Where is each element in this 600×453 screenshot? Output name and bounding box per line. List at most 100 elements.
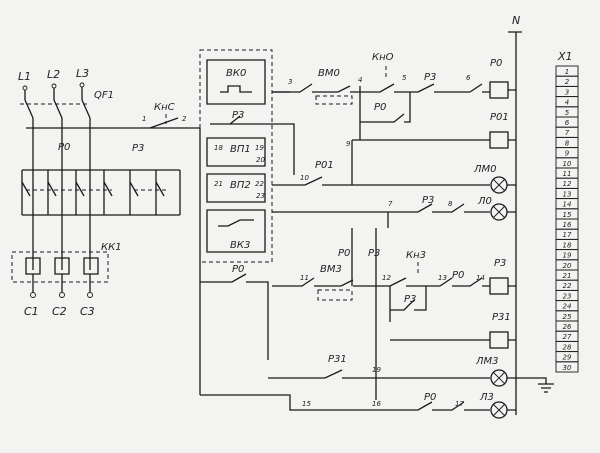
label-c3: С3: [80, 305, 95, 318]
label-l2: L2: [47, 68, 60, 81]
terminal-number: 20: [563, 262, 572, 270]
terminal-number: 17: [563, 231, 572, 239]
terminal-number: 2: [565, 78, 570, 86]
label-l1: L1: [18, 70, 31, 83]
label-coil-p0: Р0: [490, 58, 502, 69]
node-14: 14: [476, 274, 485, 282]
terminal-number: 22: [563, 282, 572, 290]
label-vk0: ВК0: [226, 68, 246, 79]
row-4-l0: Р3 7 8: [272, 195, 490, 228]
node-20: 20: [256, 156, 265, 164]
node-5: 5: [402, 74, 407, 82]
terminal-number: 28: [563, 343, 572, 351]
node-9: 9: [346, 140, 351, 148]
label-coil-p3: Р3: [494, 258, 506, 269]
label-p0-low: Р0: [232, 264, 244, 275]
terminal-number: 18: [563, 241, 572, 249]
label-coil-p31: Р31: [492, 312, 511, 323]
thermal-relay-kk1: КК1 С1 С2 С3: [11, 242, 122, 318]
label-p01-mid: Р01: [315, 160, 334, 171]
row-1-start-circuit: ВМ0 КнО Р3 3 4 5 6 Р0: [272, 52, 490, 175]
terminal-l3: [79, 82, 85, 88]
label-n: N: [512, 14, 520, 27]
loads-and-neutral: N Р0 Р01 ЛМ0 Л0 Р3 Р31 ЛМ3 Л3: [473, 14, 554, 419]
node-13: 13: [438, 274, 447, 282]
label-c2: С2: [52, 305, 67, 318]
terminal-number: 27: [563, 333, 572, 341]
label-p3-row3: Р3: [422, 195, 434, 206]
terminal-block-x1: Х1 1234567891011121314151617181920212223…: [555, 50, 579, 373]
node-18: 18: [214, 144, 223, 152]
node-6: 6: [466, 74, 471, 82]
terminal-number: 25: [563, 313, 572, 321]
label-p3-row5: Р3: [404, 294, 416, 305]
node-1: 1: [142, 115, 146, 123]
node-15: 15: [302, 400, 311, 408]
label-kn0: КнО: [372, 52, 394, 63]
node-11: 11: [300, 274, 309, 282]
label-coil-p01: Р01: [490, 112, 509, 123]
breaker-kns: КнС 1 2: [142, 102, 187, 124]
terminal-number: 3: [565, 88, 569, 96]
terminal-number: 12: [563, 180, 572, 188]
terminal-cell: [555, 361, 579, 373]
coil-p3: [489, 277, 509, 295]
label-p3-box: Р3: [232, 110, 244, 121]
terminal-number: 15: [563, 211, 572, 219]
coil-p0: [489, 81, 509, 99]
label-p0-mid: Р0: [374, 102, 386, 113]
label-p0-row5: Р0: [452, 270, 464, 281]
terminal-c1: [30, 292, 36, 298]
node-19b: 19: [372, 366, 381, 374]
label-vm3: ВМ3: [320, 264, 342, 275]
terminal-number: 21: [563, 272, 572, 280]
label-p0-bottom: Р0: [424, 392, 436, 403]
row-6-p31-lm3: Р31 19: [268, 339, 490, 379]
row-lower-p0: Р0: [200, 264, 269, 360]
terminal-number: 30: [563, 364, 572, 372]
terminal-number: 19: [563, 252, 572, 260]
label-c1: С1: [24, 305, 39, 318]
terminal-number: 9: [565, 150, 570, 158]
label-vk3: ВК3: [230, 240, 250, 251]
label-p0-row4: Р0: [338, 248, 350, 259]
label-vm0: ВМ0: [318, 68, 340, 79]
terminal-number: 1: [565, 68, 569, 76]
terminal-number: 23: [563, 292, 572, 300]
terminal-number: 4: [565, 99, 569, 107]
node-2: 2: [182, 115, 187, 123]
terminal-number: 24: [563, 303, 572, 311]
node-4: 4: [358, 76, 362, 84]
label-lamp-l0: Л0: [477, 196, 492, 207]
label-vp1: ВП1: [230, 144, 251, 155]
node-21: 21: [214, 180, 223, 188]
ground-symbol: [516, 377, 554, 393]
label-lamp-lm0: ЛМ0: [473, 164, 497, 175]
terminal-c2: [59, 292, 65, 298]
label-kk1: КК1: [101, 242, 122, 253]
label-lamp-l3: Л3: [479, 392, 494, 403]
terminal-number: 26: [563, 323, 572, 331]
terminal-number: 7: [565, 129, 570, 137]
terminal-number: 29: [563, 354, 572, 362]
coil-p31: [489, 331, 509, 349]
node-16: 16: [372, 400, 381, 408]
label-l3: L3: [76, 67, 89, 80]
terminal-number: 16: [563, 221, 572, 229]
label-p3-row4: Р3: [368, 248, 380, 259]
terminal-number: 11: [563, 170, 572, 178]
label-qf1: QF1: [94, 90, 114, 101]
label-p3-top: Р3: [424, 72, 436, 83]
node-17: 17: [455, 400, 464, 408]
terminal-number: 5: [565, 109, 570, 117]
terminal-number: 8: [565, 139, 570, 147]
power-input-lines: L1 L2 L3 QF1: [18, 67, 200, 270]
row-7-l3: Р0 15 16 17: [200, 392, 490, 411]
label-lamp-lm3: ЛМ3: [475, 356, 499, 367]
row-5-p3: Р0 Р3 Кн3 ВМ3 11 12 13 14 Р0 Р3: [272, 228, 490, 400]
node-22: 22: [255, 180, 264, 188]
terminal-number: 6: [565, 119, 570, 127]
terminal-number: 14: [563, 201, 572, 209]
label-p0-left: Р0: [58, 142, 70, 153]
